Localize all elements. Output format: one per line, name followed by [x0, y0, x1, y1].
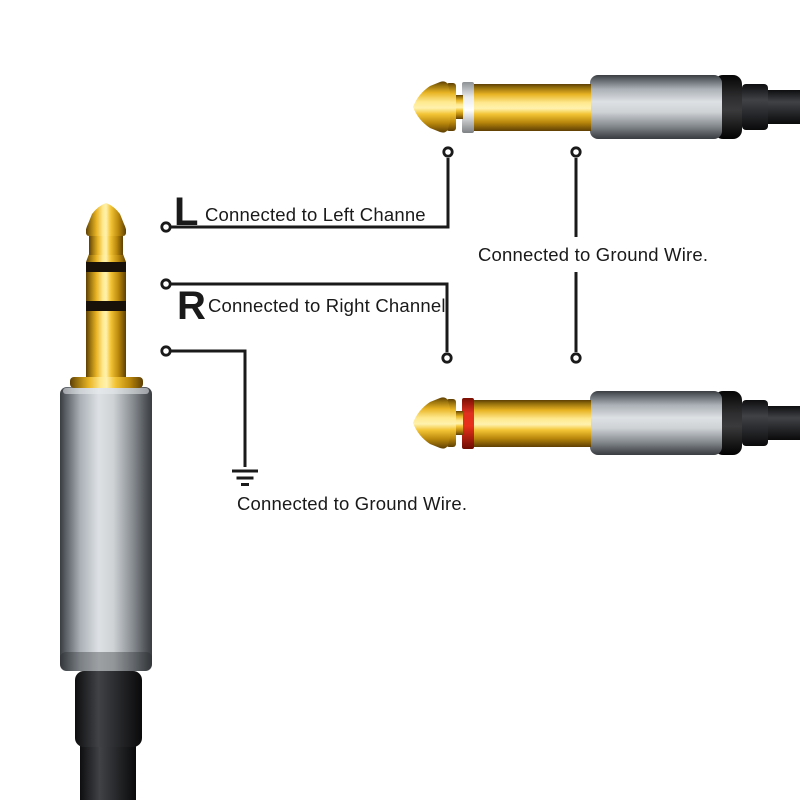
right-channel-terminal-dot-a: [160, 278, 172, 290]
left-channel-terminal-dot-b: [442, 146, 454, 158]
bottom-plug-tip-cone: [413, 397, 450, 449]
top-plug-cable: [764, 90, 800, 124]
bottom-plug-cable: [764, 406, 800, 440]
left-channel-label: Connected to Left Channe: [205, 204, 426, 225]
left-plug-barrel-rim-highlight: [63, 388, 149, 394]
left-plug-flare: [86, 254, 126, 262]
bottom-plug-barrel: [590, 391, 722, 455]
trs-35mm-stereo-plug-graphic: [60, 203, 152, 800]
top-plug-shaft: [473, 84, 591, 131]
top-plug-tip-cone: [413, 81, 450, 133]
ts-635mm-mono-plug-right-channel-graphic: [413, 391, 800, 455]
top-plug-white-band: [462, 82, 474, 133]
top-plug-neck: [455, 95, 463, 119]
left-channel-callout-line: [171, 158, 450, 229]
left-plug-barrel: [60, 387, 152, 671]
left-plug-barrel-bottom-shade: [60, 652, 152, 671]
left-plug-strain-relief: [75, 671, 142, 747]
ground-right-terminal-dot-a: [570, 146, 582, 158]
left-plug-sleeve-section: [86, 311, 126, 377]
bottom-plug-shaft: [473, 400, 591, 447]
ground-wire-label-bottom: Connected to Ground Wire.: [237, 493, 468, 514]
ground-symbol: [232, 469, 258, 486]
left-plug-tip-cone: [86, 203, 126, 231]
left-plug-neck: [89, 233, 123, 255]
left-channel-terminal-dot-a: [160, 221, 172, 233]
right-channel-callout-line: [171, 282, 449, 352]
left-channel-marker: L: [174, 190, 199, 234]
ground-left-terminal-dot: [160, 345, 172, 357]
left-plug-insulator-ring-2: [86, 301, 126, 311]
left-plug-insulator-ring-1: [86, 262, 126, 272]
left-plug-cable: [80, 740, 136, 800]
bottom-plug-red-band: [462, 398, 474, 449]
top-plug-barrel: [590, 75, 722, 139]
ground-right-terminal-dot-b: [570, 352, 582, 364]
left-plug-flange: [70, 377, 143, 388]
ts-635mm-mono-plug-left-channel-graphic: [413, 75, 800, 139]
right-channel-label: Connected to Right Channel: [208, 295, 446, 316]
bottom-plug-strain-relief: [742, 400, 768, 446]
ground-wire-label-right: Connected to Ground Wire.: [478, 244, 709, 265]
left-plug-ring-section: [86, 272, 126, 301]
ground-left-callout-line: [171, 349, 247, 467]
right-channel-marker: R: [177, 284, 206, 328]
top-plug-strain-relief: [742, 84, 768, 130]
right-channel-terminal-dot-b: [441, 352, 453, 364]
bottom-plug-neck: [455, 411, 463, 435]
